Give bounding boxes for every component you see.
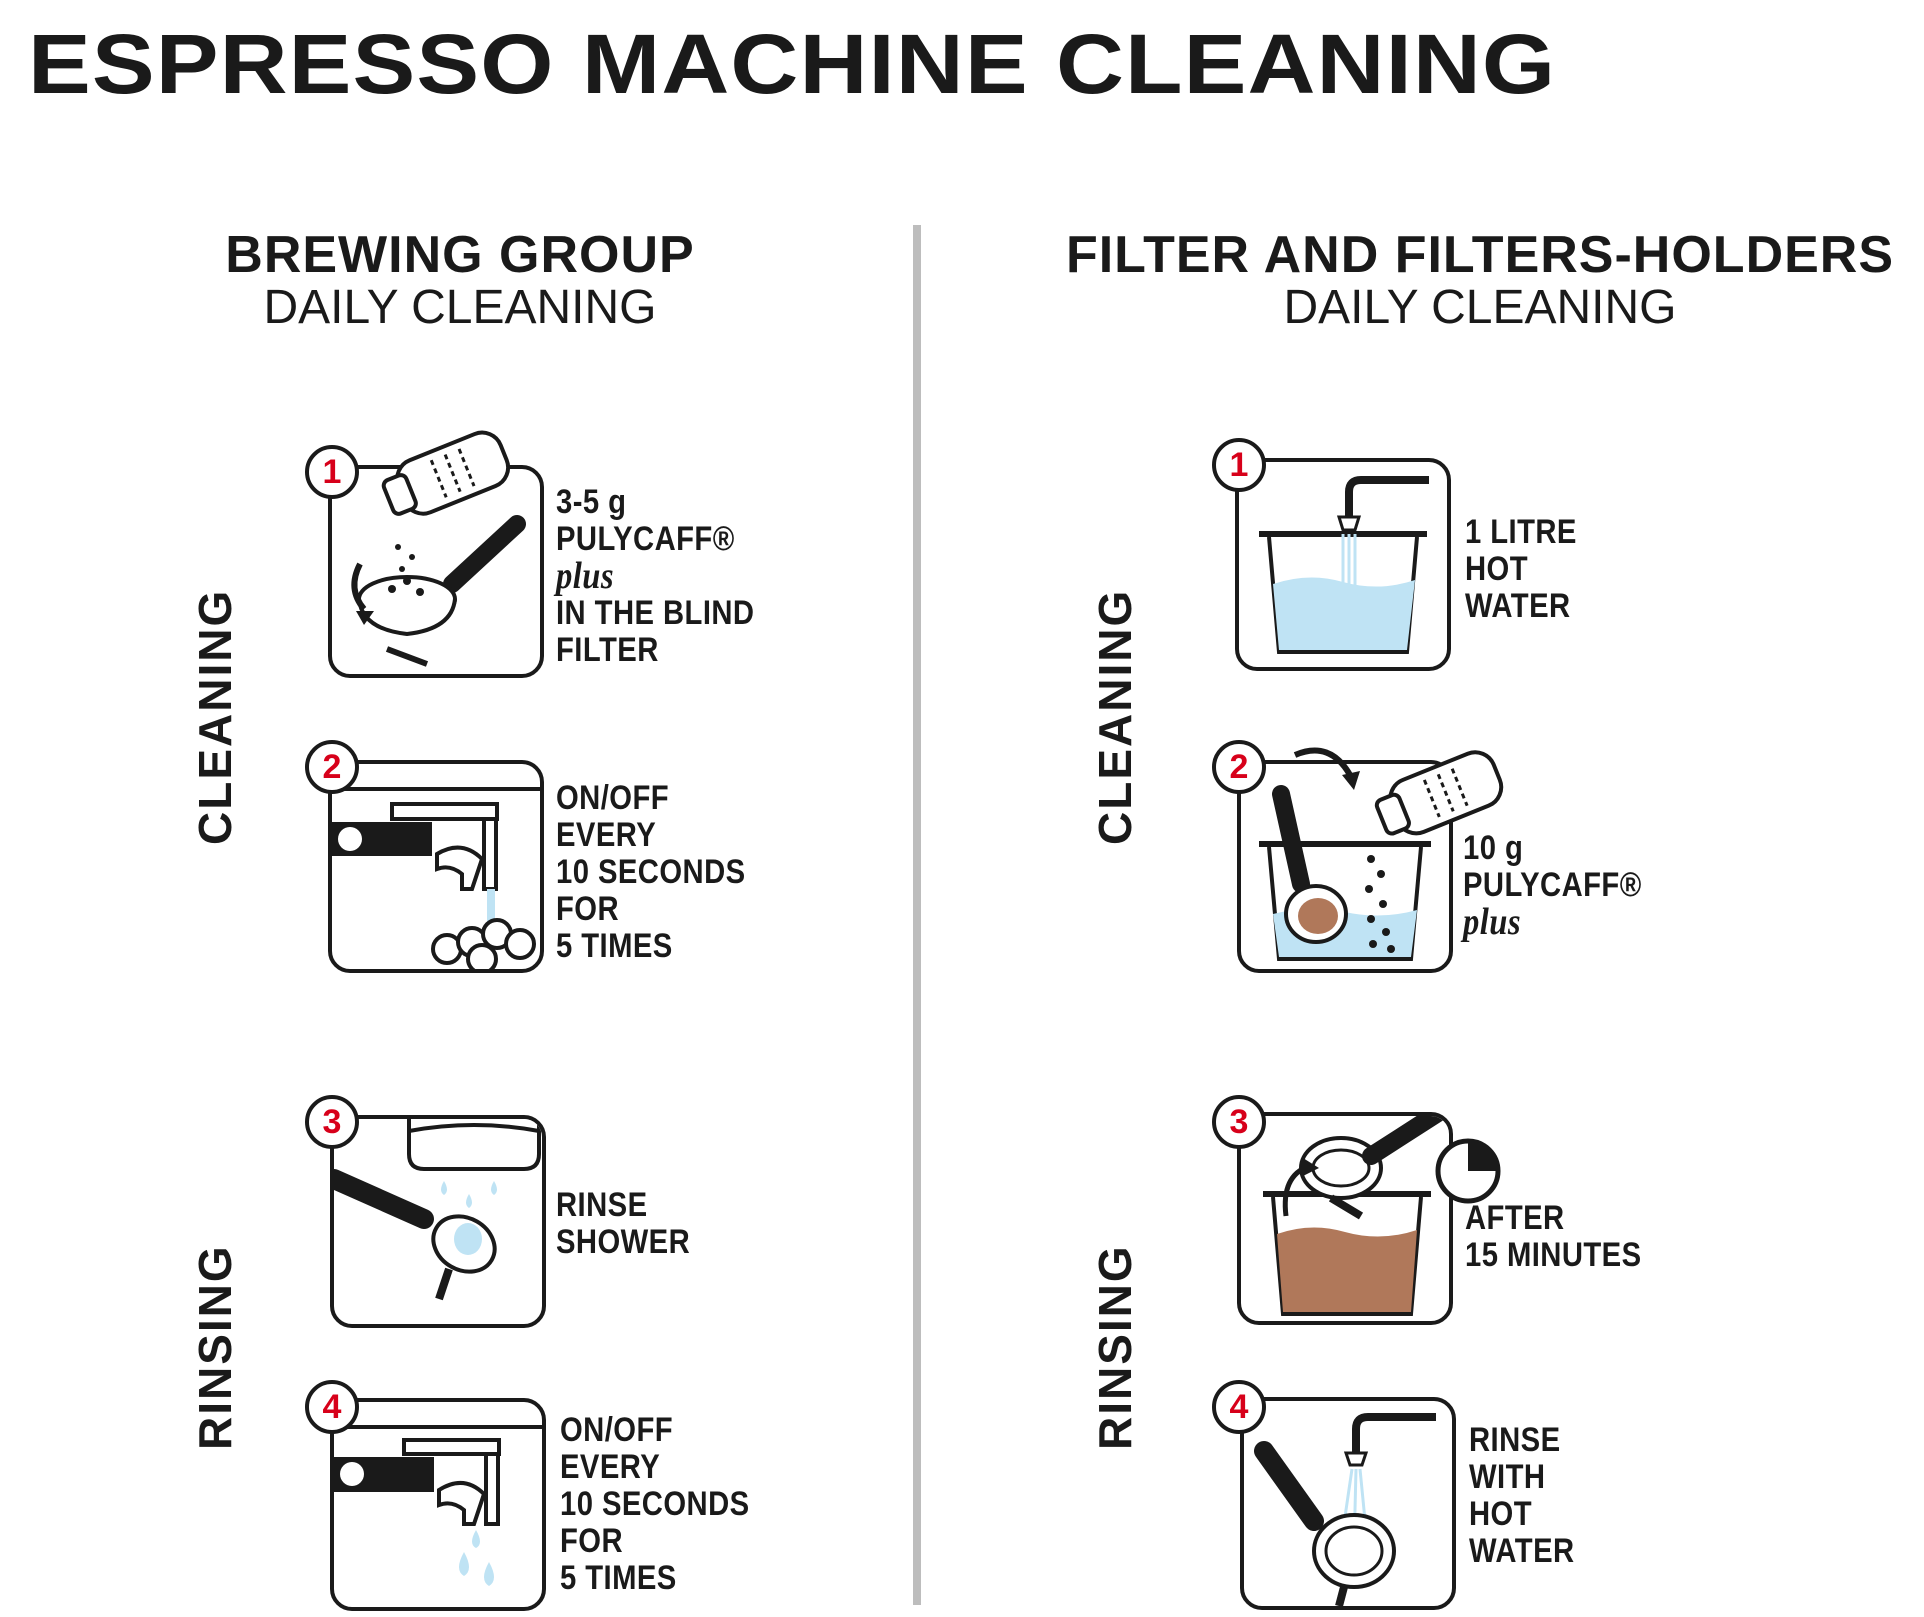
left-step1-label: 3-5 g PULYCAFF® plus IN THE BLIND FILTER bbox=[556, 483, 755, 669]
right-side-rinsing: RINSING bbox=[1089, 1244, 1141, 1450]
left-step2-label: ON/OFF EVERY 10 SECONDS FOR 5 TIMES bbox=[556, 779, 746, 965]
right-heading-line2: DAILY CLEANING bbox=[1283, 281, 1677, 335]
right-step1-card bbox=[1235, 458, 1451, 671]
left-side-rinsing: RINSING bbox=[189, 1244, 241, 1450]
group-onoff-foam-icon bbox=[332, 787, 540, 969]
left-step3-card bbox=[330, 1115, 546, 1328]
right-step1-badge: 1 bbox=[1212, 438, 1266, 492]
left-step2-card bbox=[328, 760, 544, 973]
powder-into-bucket-icon bbox=[1259, 785, 1431, 961]
left-heading-line2: DAILY CLEANING bbox=[263, 281, 657, 335]
left-step4-label: ON/OFF EVERY 10 SECONDS FOR 5 TIMES bbox=[560, 1411, 750, 1597]
left-step3-badge: 3 bbox=[305, 1095, 359, 1149]
right-step2-card bbox=[1237, 760, 1453, 973]
rinse-hot-water-icon bbox=[1254, 1413, 1436, 1606]
right-step4-badge: 4 bbox=[1212, 1380, 1266, 1434]
right-heading-line1: FILTER AND FILTERS-HOLDERS bbox=[1065, 226, 1895, 284]
hot-water-bucket-icon bbox=[1259, 476, 1429, 654]
timer-icon bbox=[1435, 1138, 1501, 1204]
right-step3-card bbox=[1237, 1112, 1453, 1325]
left-step4-card bbox=[330, 1398, 546, 1611]
left-step4-badge: 4 bbox=[305, 1380, 359, 1434]
right-step3-label: AFTER 15 MINUTES bbox=[1465, 1199, 1642, 1274]
left-heading: BREWING GROUP DAILY CLEANING bbox=[150, 226, 770, 335]
right-step2-badge: 2 bbox=[1212, 740, 1266, 794]
powder-can-icon bbox=[1293, 747, 1504, 836]
right-side-cleaning: CLEANING bbox=[1089, 588, 1141, 845]
left-step2-badge: 2 bbox=[305, 740, 359, 794]
right-heading: FILTER AND FILTERS-HOLDERS DAILY CLEANIN… bbox=[1030, 226, 1924, 335]
left-side-cleaning: CLEANING bbox=[189, 588, 241, 845]
right-step2-label: 10 g PULYCAFF® plus bbox=[1463, 829, 1642, 943]
right-step3-badge: 3 bbox=[1212, 1095, 1266, 1149]
group-onoff-drops-icon bbox=[334, 1425, 542, 1586]
page-title: ESPRESSO MACHINE CLEANING bbox=[28, 17, 1557, 111]
pour-powder-into-filter-icon bbox=[351, 515, 526, 667]
right-step4-card bbox=[1240, 1397, 1456, 1610]
column-divider bbox=[913, 225, 921, 1605]
powder-can-icon bbox=[381, 430, 511, 516]
left-step3-label: RINSE SHOWER bbox=[556, 1186, 691, 1261]
left-step1-badge: 1 bbox=[305, 445, 359, 499]
left-heading-line1: BREWING GROUP bbox=[225, 226, 695, 284]
right-step4-label: RINSE WITH HOT WATER bbox=[1469, 1421, 1575, 1570]
right-step1-label: 1 LITRE HOT WATER bbox=[1465, 513, 1577, 625]
soak-timer-icon bbox=[1263, 1116, 1449, 1316]
rinse-shower-icon bbox=[334, 1119, 541, 1301]
